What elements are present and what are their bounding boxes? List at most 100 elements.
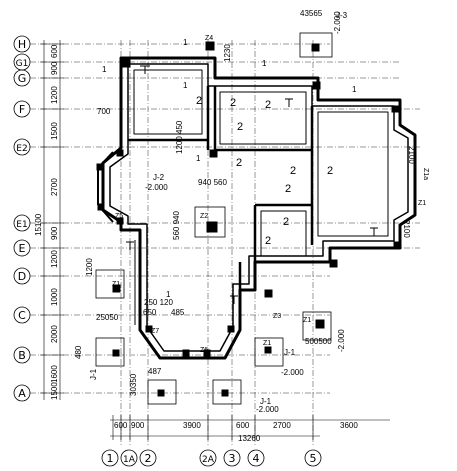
bottom-dim-1: 600 bbox=[114, 421, 128, 430]
section-marks bbox=[126, 65, 378, 304]
label-z7: Z7 bbox=[151, 328, 159, 335]
label-z1-d: Z1 bbox=[418, 200, 426, 207]
bottom-dim-total: 13260 bbox=[238, 434, 261, 443]
col-axis-3: 3 bbox=[229, 452, 236, 465]
dim-250-120: 250 120 bbox=[144, 298, 173, 307]
label-j1-c-elev: -2.000 bbox=[337, 329, 346, 352]
left-dim-9: 2000 bbox=[50, 325, 59, 343]
bottom-dim-3: 3900 bbox=[183, 421, 201, 430]
label-2-g: 2 bbox=[285, 183, 291, 195]
label-z3: Z3 bbox=[273, 313, 281, 320]
dim-1230: 1230 bbox=[223, 44, 232, 62]
label-j1-b-elev: -2.000 bbox=[256, 405, 279, 414]
dim-43565: 43565 bbox=[300, 9, 323, 18]
label-2-h: 2 bbox=[327, 165, 333, 177]
isolated-footings bbox=[95, 32, 333, 405]
col-axis-2A: 2A bbox=[202, 455, 215, 465]
bottom-dim-2: 900 bbox=[131, 421, 145, 430]
label-1-c: 1 bbox=[102, 65, 107, 74]
label-j2: J-2 bbox=[153, 173, 165, 182]
label-2-a: 2 bbox=[196, 95, 202, 107]
row-axis-E1: E1 bbox=[16, 220, 27, 230]
label-z1a: Z1a bbox=[422, 168, 429, 180]
col-axis-5: 5 bbox=[310, 452, 317, 465]
label-z5: Z5 bbox=[115, 213, 123, 220]
bottom-dimension-lines bbox=[110, 415, 390, 440]
dim-1200-450: 1200 450 bbox=[175, 120, 184, 154]
foundation-walls bbox=[101, 56, 417, 360]
col-axis-2: 2 bbox=[145, 452, 152, 465]
label-z1-c: Z1 bbox=[263, 340, 271, 347]
left-dim-2: 900 bbox=[50, 61, 59, 75]
label-1-g: 1 bbox=[196, 154, 201, 163]
label-2-j: 2 bbox=[265, 235, 271, 247]
bottom-dim-5: 2700 bbox=[273, 421, 291, 430]
label-z1-b: Z1 bbox=[112, 281, 120, 288]
label-j1-elev: -2.000 bbox=[281, 368, 304, 377]
row-axis-A: A bbox=[18, 387, 26, 400]
left-dim-11: 1500 bbox=[50, 382, 59, 400]
bottom-dim-4: 600 bbox=[236, 421, 250, 430]
dim-480: 480 bbox=[74, 345, 83, 359]
row-axis-C: C bbox=[18, 309, 26, 322]
label-2-e: 2 bbox=[236, 157, 242, 169]
left-dim-7: 1200 bbox=[50, 250, 59, 268]
dim-560-940: 560 940 bbox=[172, 211, 181, 240]
label-2-f: 2 bbox=[290, 165, 296, 177]
dim-485: 485 bbox=[171, 308, 185, 317]
row-axis-B: B bbox=[18, 349, 26, 362]
label-j1: J-1 bbox=[284, 348, 296, 357]
left-dim-10: 1600 bbox=[50, 365, 59, 383]
dim-500500: 500500 bbox=[305, 337, 332, 346]
row-axis-H: H bbox=[18, 38, 26, 51]
label-1-b: 1 bbox=[262, 59, 267, 68]
label-2-c: 2 bbox=[265, 99, 271, 111]
left-dim-total: 15100 bbox=[34, 213, 43, 236]
label-z4: Z4 bbox=[205, 35, 213, 42]
label-1-e: 1 bbox=[352, 85, 357, 94]
label-j3-elev: -2.000 bbox=[333, 11, 342, 34]
label-1-d: 1 bbox=[183, 81, 188, 90]
row-axis-bubbles bbox=[13, 35, 31, 402]
label-z6: Z6 bbox=[200, 347, 208, 354]
bottom-dim-6: 3600 bbox=[340, 421, 358, 430]
label-j2-elev: -2.000 bbox=[145, 183, 168, 192]
left-dimension-lines bbox=[40, 40, 64, 400]
column-footings bbox=[96, 41, 401, 397]
dim-1200: 1200 bbox=[85, 258, 94, 276]
dim-700: 700 bbox=[97, 107, 111, 116]
label-z1-e: Z1 bbox=[303, 317, 311, 324]
label-2-d: 2 bbox=[237, 121, 243, 133]
dim-2100-b: 2100 bbox=[402, 220, 411, 238]
left-dim-5: 2700 bbox=[50, 178, 59, 196]
dim-25050: 25050 bbox=[96, 313, 119, 322]
row-axis-D: D bbox=[18, 270, 26, 283]
label-1-f: 1 bbox=[166, 290, 171, 299]
label-j1-c: J-1 bbox=[89, 368, 98, 380]
row-axis-F: F bbox=[19, 103, 25, 116]
label-2-i: 2 bbox=[283, 216, 289, 228]
col-axis-4: 4 bbox=[253, 452, 260, 465]
dim-940-560: 940 560 bbox=[198, 178, 227, 187]
label-z2: Z2 bbox=[200, 213, 208, 220]
row-axis-E: E bbox=[19, 242, 26, 255]
dim-30350: 30350 bbox=[129, 373, 138, 396]
label-j3: J-3 bbox=[336, 11, 348, 20]
left-dim-4: 1500 bbox=[50, 122, 59, 140]
dim-2100: 2100 bbox=[407, 146, 416, 164]
row-axis-E2: E2 bbox=[16, 144, 27, 154]
col-axis-bubbles bbox=[101, 449, 322, 467]
label-1-a: 1 bbox=[183, 38, 188, 47]
col-axis-1: 1 bbox=[107, 452, 114, 465]
row-axis-G1: G1 bbox=[16, 59, 29, 69]
label-j1-b: J-1 bbox=[260, 397, 272, 406]
left-dim-6: 900 bbox=[50, 226, 59, 240]
left-dim-8: 1000 bbox=[50, 288, 59, 306]
left-dim-1: 600 bbox=[50, 44, 59, 58]
left-dim-3: 1200 bbox=[50, 86, 59, 104]
row-axis-G: G bbox=[18, 72, 27, 85]
col-axis-1A: 1A bbox=[123, 455, 136, 465]
label-2-b: 2 bbox=[230, 97, 236, 109]
dim-487-a: 487 bbox=[148, 367, 162, 376]
